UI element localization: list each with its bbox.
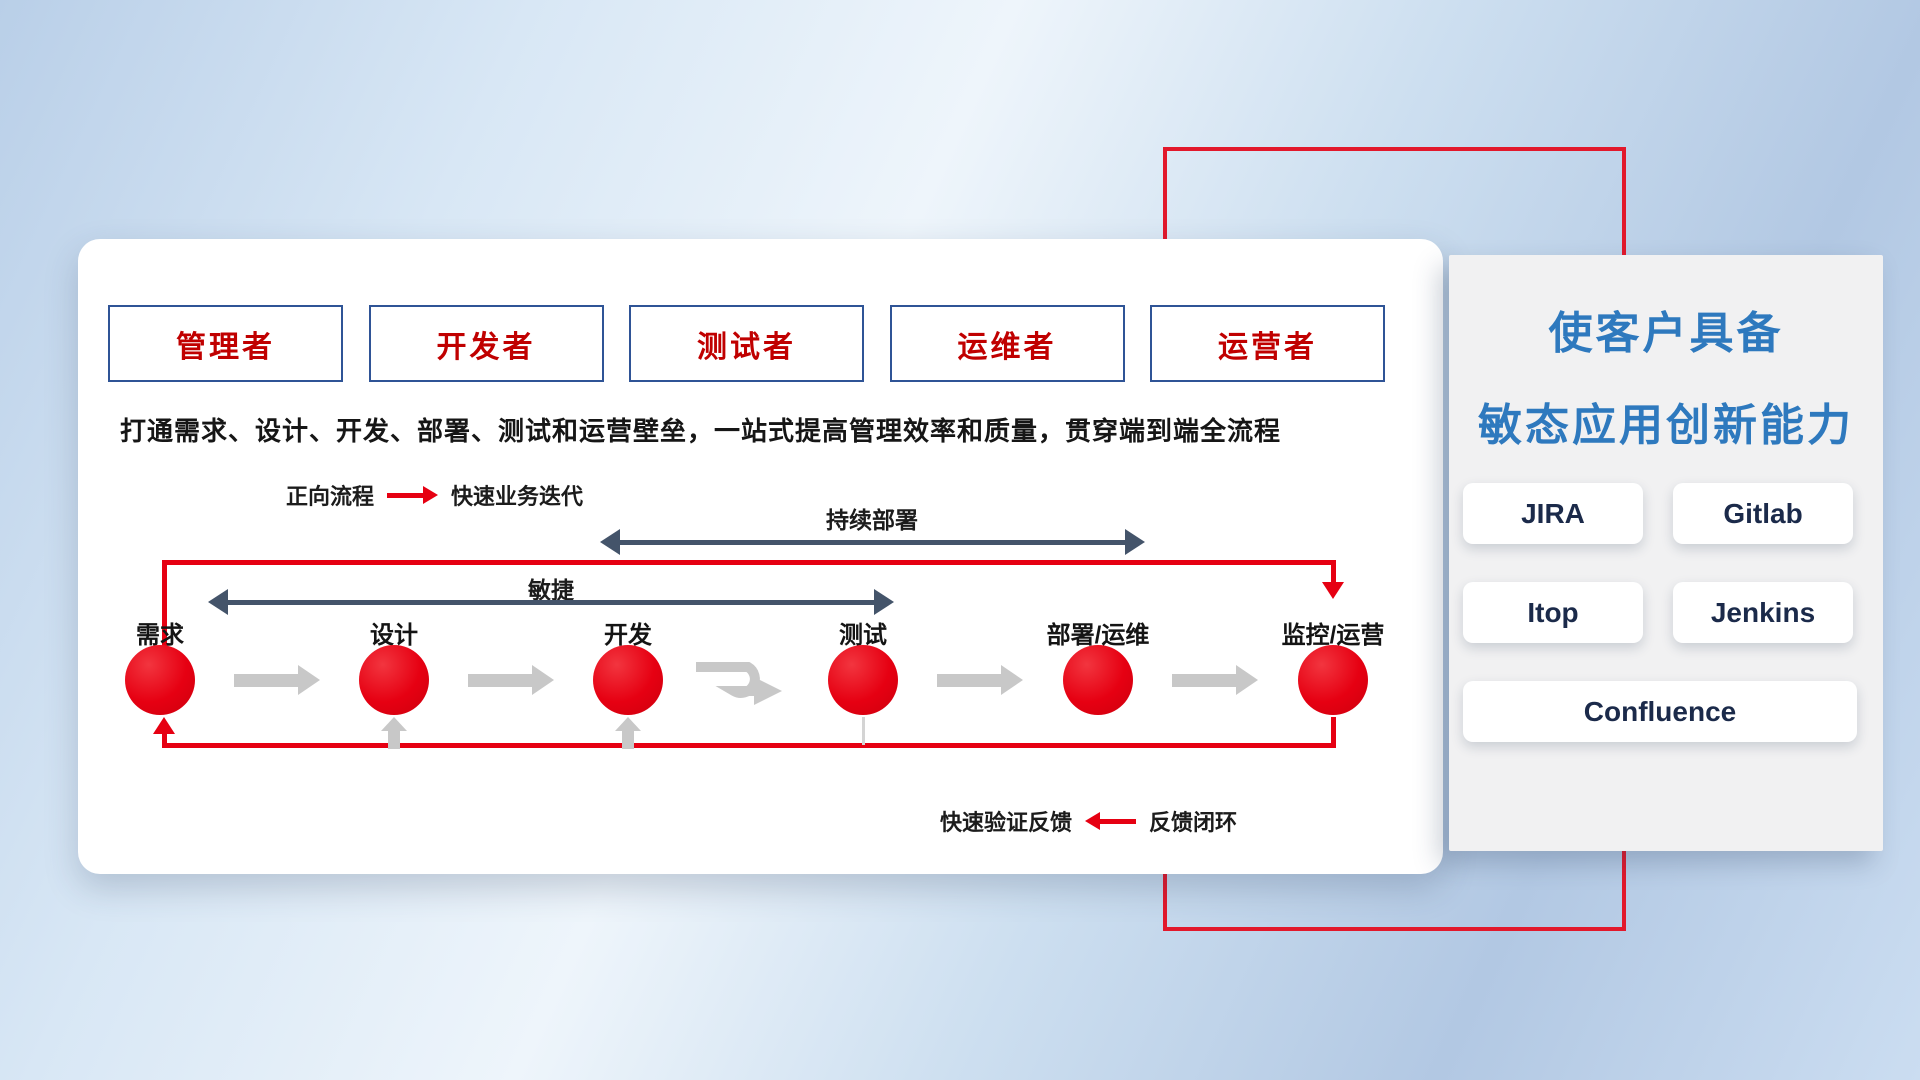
panel-title-line2: 敏态应用创新能力: [1478, 401, 1854, 450]
stage-label-testing: 测试: [839, 622, 887, 649]
stage-node-deploy-ops: [1063, 645, 1133, 715]
forward-flow-legend: 正向流程 快速业务迭代: [286, 479, 583, 511]
panel-title-line1: 使客户具备: [1548, 309, 1784, 358]
stage-label-requirements: 需求: [136, 622, 184, 649]
feedback-loop-legend: 快速验证反馈 反馈闭环: [940, 805, 1237, 837]
stage-label-monitor-operations: 监控/运营: [1281, 622, 1385, 649]
tool-chip-itop: Itop: [1463, 582, 1643, 643]
devops-flow-card: 管理者 开发者 测试者 运维者 运营者 打通需求、设计、开发、部署、测试和运营壁…: [78, 239, 1443, 874]
feedback-legend-label: 反馈闭环: [1149, 810, 1238, 835]
role-box-developer: 开发者: [368, 305, 604, 382]
role-box-operator: 运营者: [1150, 305, 1385, 382]
continuous-deployment-label: 持续部署: [826, 507, 918, 533]
role-label: 管理者: [176, 330, 275, 364]
stage-label-design: 设计: [370, 622, 418, 649]
stage-label-development: 开发: [604, 622, 652, 649]
feedback-legend-caption: 快速验证反馈: [940, 810, 1073, 835]
role-box-manager: 管理者: [108, 305, 343, 382]
stage-node-testing: [828, 645, 898, 715]
feedback-loop-line-left: [162, 733, 167, 748]
feedback-loop-arrowhead-icon: [153, 717, 175, 734]
forward-arrow-icon: [387, 486, 439, 504]
forward-loop-arrowhead-icon: [1322, 582, 1344, 599]
feedback-connector-line: [862, 717, 865, 745]
flow-arrow-icon: [234, 665, 320, 695]
iteration-loop-arrow-icon: [696, 662, 782, 705]
stage-label-deploy-ops: 部署/运维: [1046, 622, 1150, 649]
capability-side-panel: 使客户具备 敏态应用创新能力 JIRA Gitlab Itop Jenkins …: [1449, 255, 1883, 851]
forward-legend-caption: 快速业务迭代: [451, 484, 584, 509]
agile-span-arrow-icon: [208, 589, 894, 615]
role-label: 测试者: [697, 330, 796, 364]
tool-chip-jenkins: Jenkins: [1673, 582, 1853, 643]
tool-chip-gitlab: Gitlab: [1673, 483, 1853, 544]
tool-chip-confluence: Confluence: [1463, 681, 1857, 742]
stage-node-development: [593, 645, 663, 715]
forward-legend-label: 正向流程: [286, 484, 375, 509]
forward-loop-line-right: [1331, 560, 1336, 582]
feedback-loop-line-bottom: [162, 743, 1336, 748]
tool-chip-jira: JIRA: [1463, 483, 1643, 544]
continuous-deployment-span-arrow-icon: [600, 529, 1145, 555]
agile-label: 敏捷: [528, 577, 574, 603]
role-box-ops: 运维者: [889, 305, 1125, 382]
role-label: 开发者: [436, 330, 536, 364]
flow-arrow-icon: [468, 665, 554, 695]
stage-node-design: [359, 645, 429, 715]
forward-loop-line-top: [162, 560, 1336, 565]
roles-row: 管理者 开发者 测试者 运维者 运营者: [108, 305, 1385, 382]
feedback-loop-line-right: [1331, 717, 1336, 748]
feedback-up-arrow-icon: [615, 717, 641, 749]
flow-arrow-icon: [937, 665, 1023, 695]
role-box-tester: 测试者: [629, 305, 864, 382]
stage-node-monitor-operations: [1298, 645, 1368, 715]
role-label: 运维者: [957, 330, 1057, 364]
feedback-arrow-icon: [1085, 812, 1137, 830]
role-label: 运营者: [1218, 330, 1317, 364]
stage-node-requirements: [125, 645, 195, 715]
flow-arrow-icon: [1172, 665, 1258, 695]
forward-loop-line-left: [162, 560, 167, 646]
feedback-up-arrow-icon: [381, 717, 407, 749]
description-text: 打通需求、设计、开发、部署、测试和运营壁垒，一站式提高管理效率和质量，贯穿端到端…: [120, 416, 1282, 446]
